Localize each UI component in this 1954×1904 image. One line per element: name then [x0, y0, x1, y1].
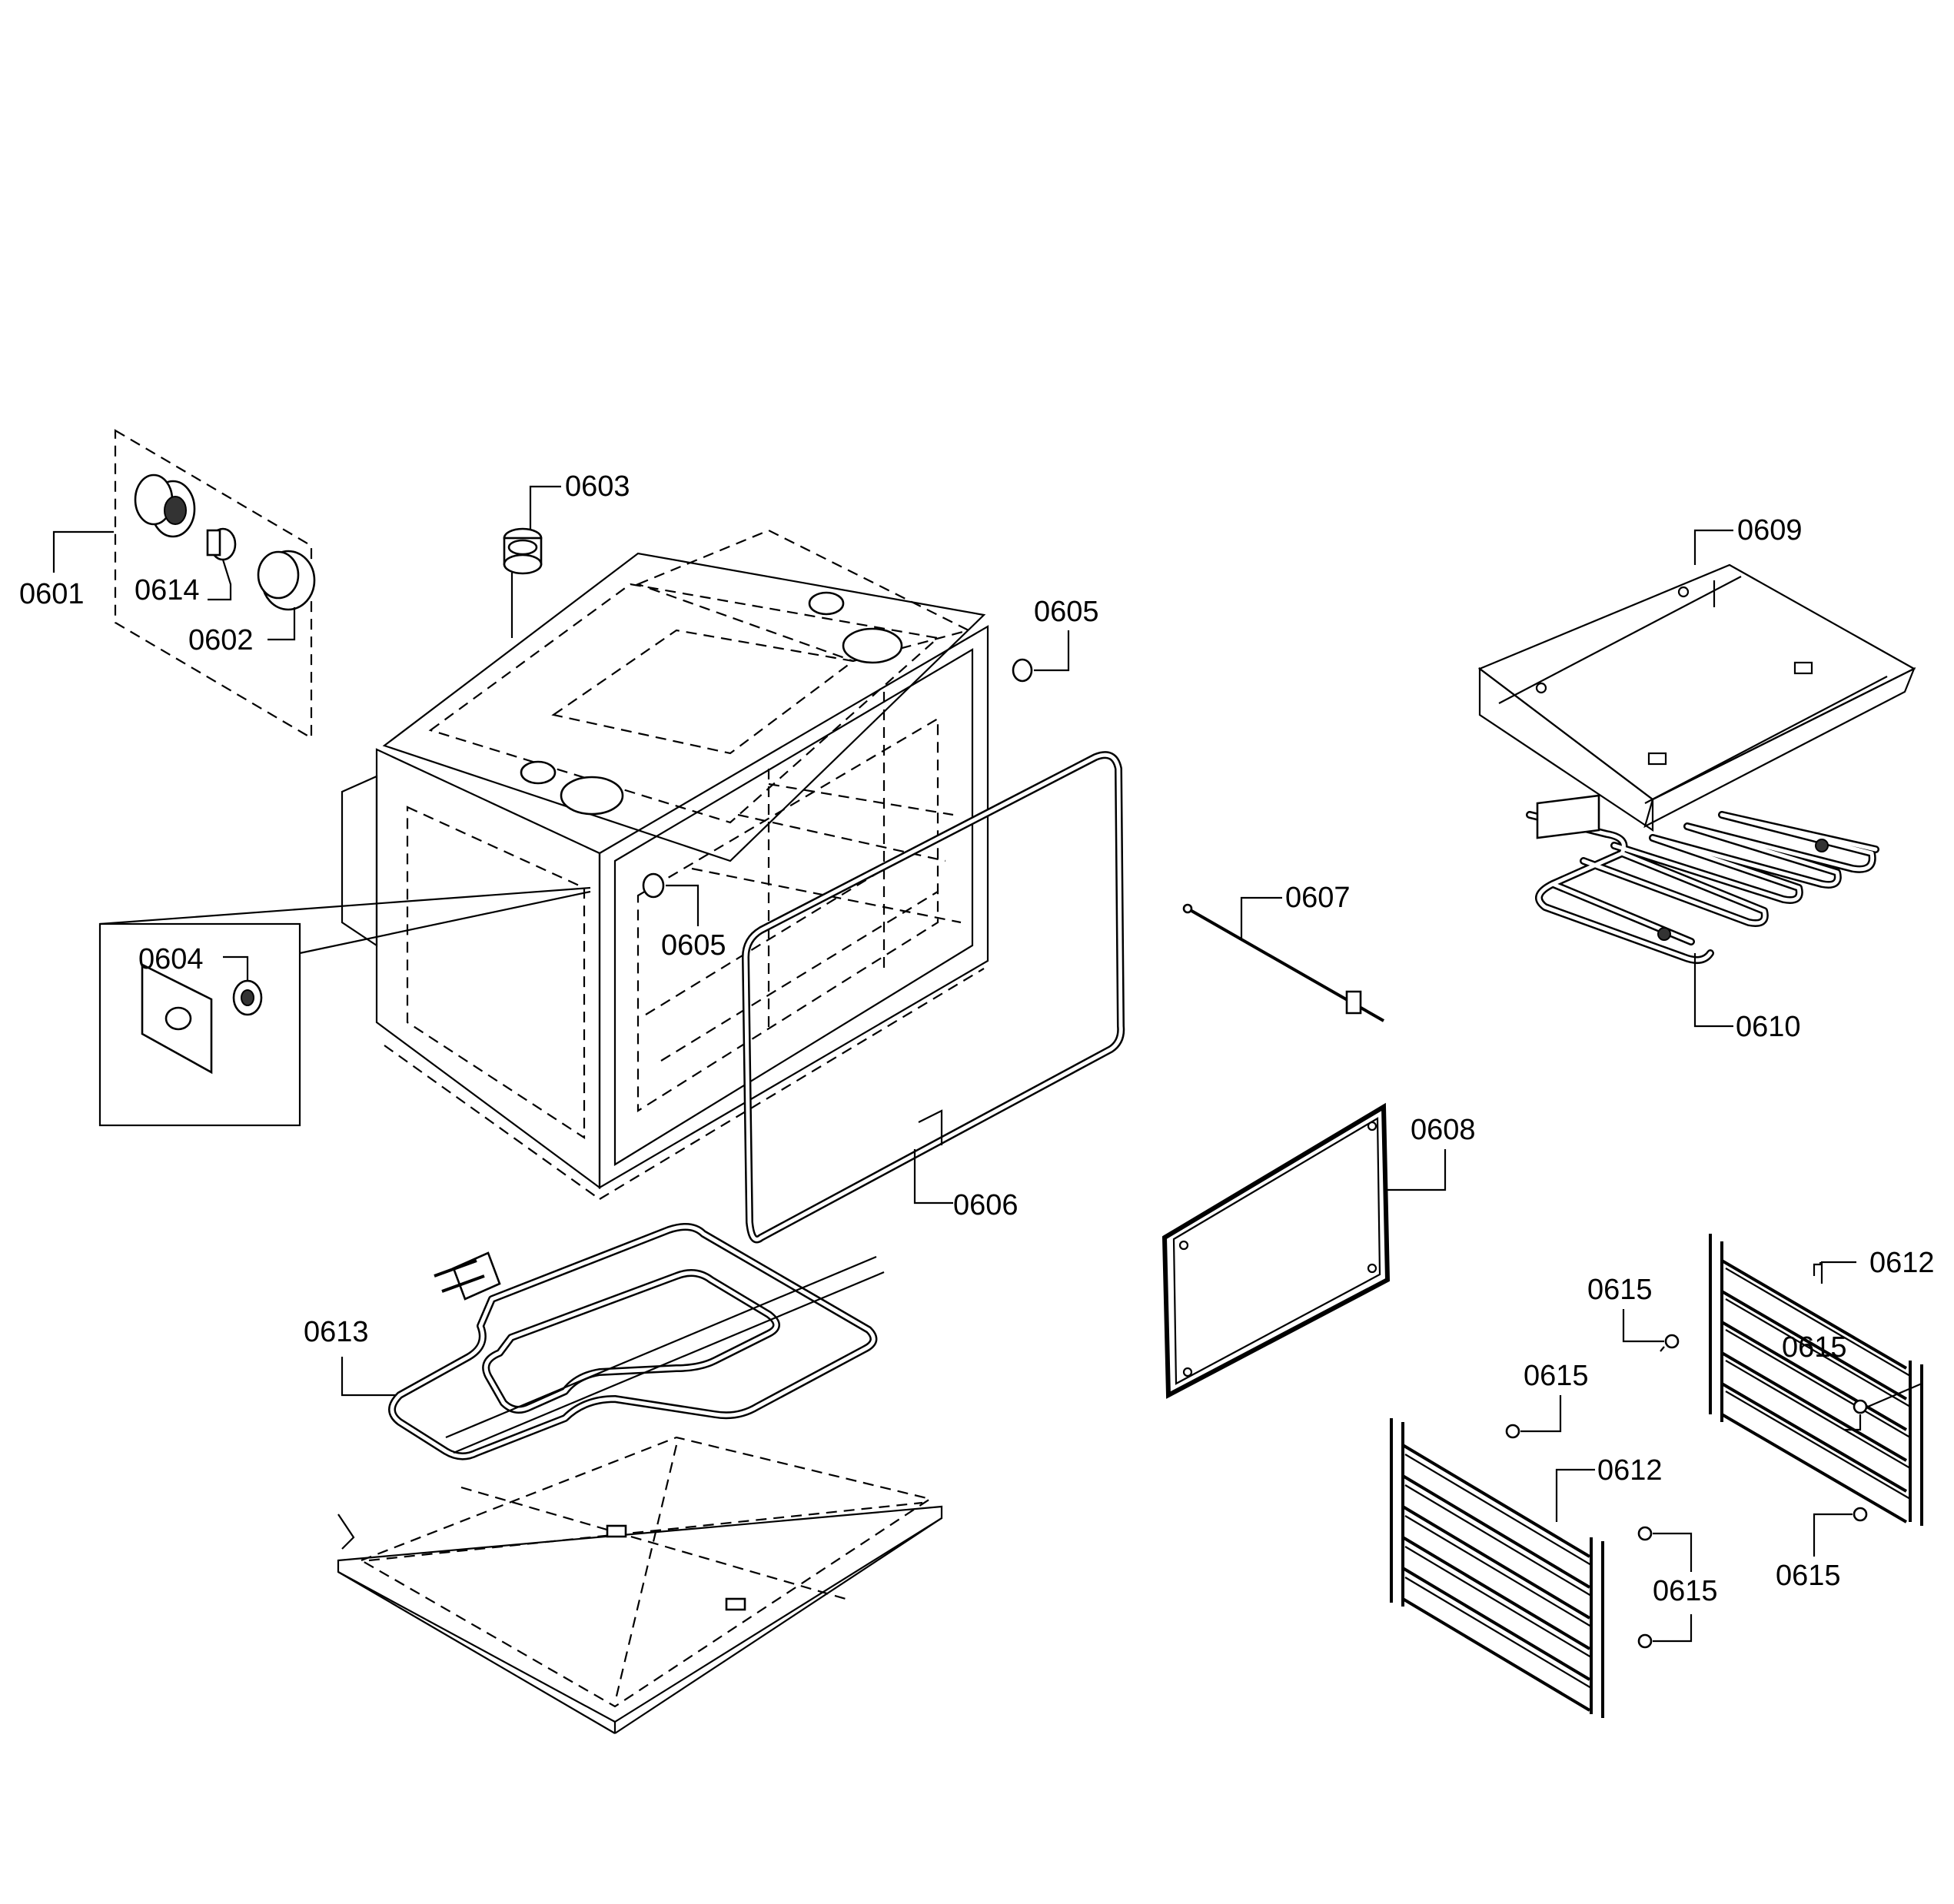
- leader-0606: [913, 1149, 953, 1205]
- leader-0615-d: [1520, 1395, 1562, 1433]
- leader-0608: [1387, 1149, 1447, 1191]
- callout-0605-front: 0605: [661, 929, 726, 962]
- lamp-assembly-boundary: [114, 429, 313, 739]
- callout-0610: 0610: [1736, 1011, 1801, 1043]
- leader-0605-top: [1034, 630, 1070, 672]
- sensor-plate-part: [141, 962, 213, 1075]
- leader-0615-c: [1813, 1513, 1853, 1557]
- callout-0612-left: 0612: [1597, 1454, 1663, 1487]
- panel-part: [1161, 1102, 1447, 1399]
- screw-0615-a-part: [1660, 1334, 1680, 1352]
- callout-0613: 0613: [304, 1316, 369, 1348]
- callout-0609: 0609: [1737, 514, 1803, 547]
- leader-0615-e: [1653, 1532, 1693, 1572]
- leader-0603: [529, 485, 561, 530]
- screws-0615-group: [1505, 1309, 1922, 1649]
- sensor-connector-part: [232, 979, 263, 1016]
- leader-0612-right: [1820, 1261, 1856, 1284]
- leader-0605-front: [666, 884, 700, 926]
- callout-0608: 0608: [1411, 1114, 1476, 1146]
- lamp-socket-part: [134, 474, 196, 538]
- leader-0613: [341, 1357, 396, 1397]
- leader-0615-a: [1622, 1309, 1664, 1343]
- screw-0615-c-part: [1853, 1507, 1868, 1522]
- leader-0604: [223, 955, 249, 980]
- heater-cover-part: [1477, 529, 1916, 832]
- screw-0615-e-part: [1637, 1526, 1653, 1649]
- callout-0615-b: 0615: [1782, 1331, 1847, 1364]
- side-rack-left-part: [1390, 1418, 1604, 1718]
- side-rack-right-part: [1709, 1234, 1923, 1526]
- leader-0614: [208, 559, 232, 601]
- plug-0605-top-part: [1012, 658, 1033, 683]
- rod-part: [1182, 896, 1384, 1022]
- oven-bottom-part: [337, 1436, 943, 1734]
- oven-cavity-part: [341, 485, 1070, 1200]
- leader-0609: [1693, 529, 1733, 565]
- leader-0615-b: [1867, 1382, 1922, 1408]
- callout-0612-right: 0612: [1869, 1247, 1935, 1279]
- callout-0615-a: 0615: [1587, 1274, 1653, 1306]
- lamp-assembly-group: [52, 429, 316, 739]
- callout-0601: 0601: [19, 578, 85, 610]
- callout-0615-e: 0615: [1653, 1575, 1718, 1607]
- plug-0605-front-part: [642, 872, 665, 899]
- callout-0607: 0607: [1285, 882, 1351, 914]
- leader-0602: [268, 607, 296, 641]
- callout-0615-c: 0615: [1776, 1560, 1841, 1592]
- inset-box-0604: [98, 886, 591, 1127]
- door-gasket-part: [742, 751, 1125, 1244]
- leader-0607: [1240, 896, 1282, 939]
- callout-0604: 0604: [138, 943, 204, 975]
- callout-0605-top: 0605: [1034, 596, 1099, 628]
- top-heating-element-part: [1526, 794, 1879, 1028]
- callout-0614: 0614: [135, 574, 200, 606]
- lamp-bulb-part: [206, 527, 237, 561]
- screw-0615-b-part: [1853, 1399, 1868, 1414]
- temperature-sensor-part: [503, 527, 543, 638]
- callout-0615-d: 0615: [1524, 1360, 1589, 1392]
- callout-0603: 0603: [565, 470, 630, 503]
- callout-0606: 0606: [953, 1189, 1019, 1221]
- leader-0601: [52, 530, 114, 573]
- lamp-cover-part: [257, 550, 316, 611]
- leader-0612-left: [1555, 1468, 1595, 1522]
- leader-0610: [1693, 953, 1733, 1028]
- bottom-heating-element-part: [341, 1223, 885, 1460]
- callout-0602: 0602: [188, 624, 254, 656]
- screw-0615-d-part: [1505, 1424, 1520, 1439]
